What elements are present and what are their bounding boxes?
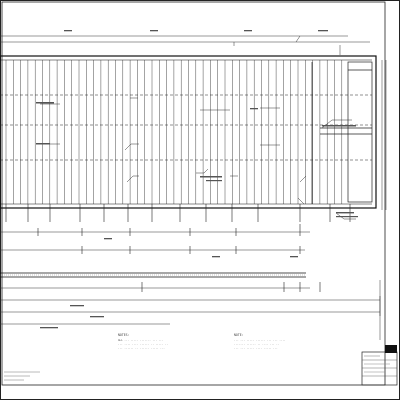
- top-dimension-line: [0, 35, 370, 43]
- note-label: NOTE:: [234, 333, 244, 337]
- dimension-ticks: [0, 224, 381, 316]
- lower-dimension-lines: [0, 231, 380, 325]
- note-line: ....... ...... .. .... ... ..: [234, 343, 279, 346]
- bearing-lines: [0, 94, 372, 161]
- note-line: ... ... ..... ...... ... ... ....: [234, 339, 286, 342]
- general-notes: NOTES: ALL ... ..... ....... ... ... ...…: [118, 333, 286, 350]
- post-markers: [5, 204, 351, 222]
- right-elevation-lines: [379, 60, 387, 340]
- notes-line: ... ...... .. ...... ..... ...: [118, 347, 165, 350]
- notes-label: NOTES:: [118, 333, 130, 337]
- annotation-marks: [40, 35, 356, 220]
- sheet-border-inner: [1, 1, 386, 386]
- title-block: [361, 345, 398, 386]
- note-line: ... ... ..... .... ..... ...: [234, 347, 278, 350]
- stair-opening: [311, 61, 373, 204]
- drawing-stamp: [4, 371, 40, 381]
- beam-section: [0, 272, 306, 278]
- notes-line: ALL ... ..... ....... ... ...: [118, 338, 163, 342]
- floor-plan-outline: [0, 55, 377, 209]
- text-callouts: [36, 30, 358, 329]
- notes-line: ... .... .... ...... .. ..... ..: [118, 343, 168, 346]
- joist-lines: [5, 60, 343, 204]
